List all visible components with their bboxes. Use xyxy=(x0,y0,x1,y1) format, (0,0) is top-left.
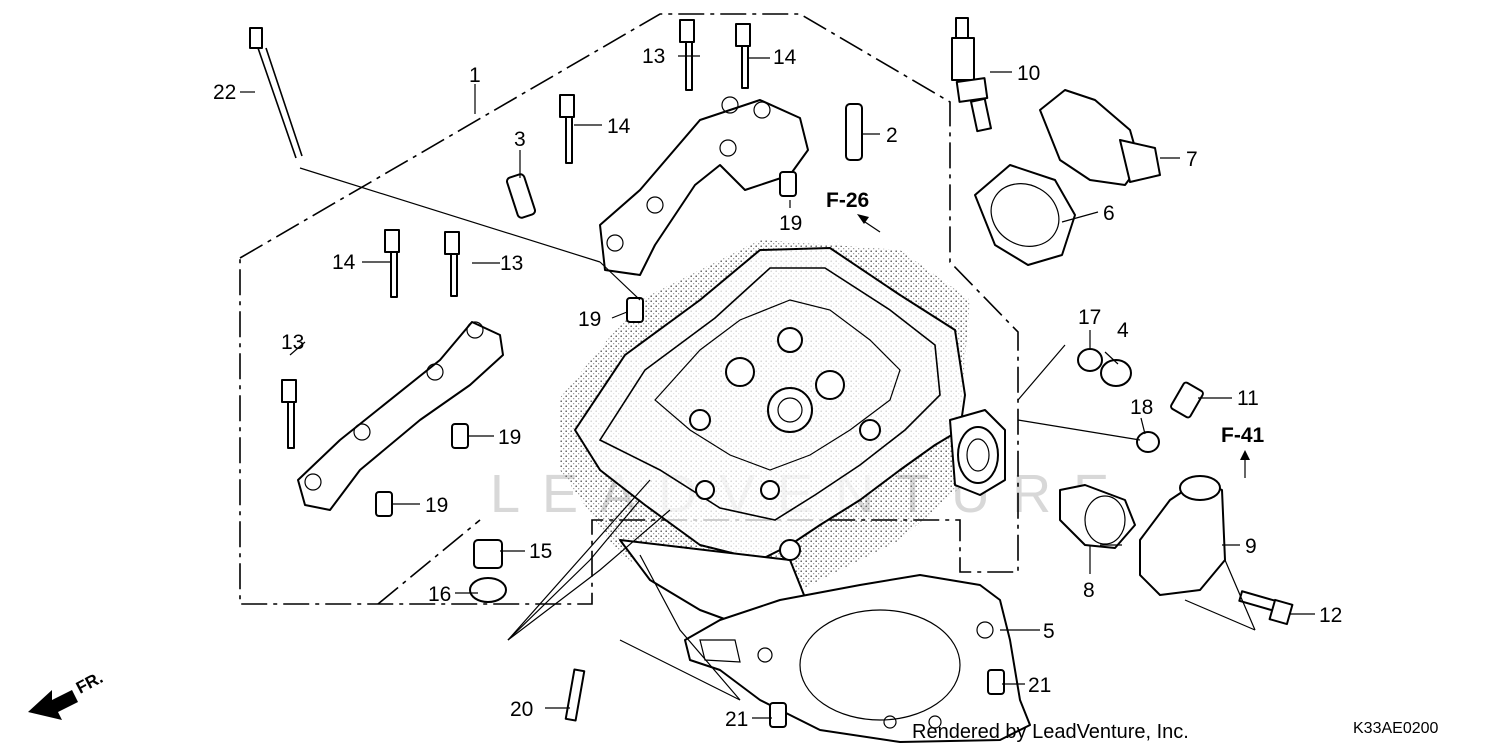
dowel-pins xyxy=(375,171,1005,728)
part-label: 21 xyxy=(1028,674,1051,697)
part-label: 15 xyxy=(529,540,552,563)
part-label: 19 xyxy=(578,308,601,331)
part-label: 22 xyxy=(213,81,236,104)
part-label: 5 xyxy=(1043,620,1055,643)
front-direction-arrow: FR. xyxy=(28,668,106,720)
part-label: 4 xyxy=(1117,319,1129,342)
part-label: 6 xyxy=(1103,202,1115,225)
spark-plug xyxy=(951,17,992,133)
part-label: 19 xyxy=(498,426,521,449)
part-label: 12 xyxy=(1319,604,1342,627)
part-label: 13 xyxy=(500,252,523,275)
part-label: 19 xyxy=(779,212,802,235)
cam-holder-lower xyxy=(297,321,504,511)
part-label: 21 xyxy=(725,708,748,731)
part-label: 8 xyxy=(1083,579,1095,602)
part-label: 14 xyxy=(332,251,356,274)
reference-label-f41: F-41 xyxy=(1221,424,1265,447)
thermostat-and-cover xyxy=(1059,475,1226,596)
valve-guides xyxy=(505,103,863,219)
reference-label-f26: F-26 xyxy=(826,189,869,212)
cam-holder-upper xyxy=(599,96,809,276)
cylinder-head xyxy=(560,240,1006,633)
part-label: 14 xyxy=(607,115,631,138)
part-labels: 1 2 3 4 5 6 7 8 9 10 11 12 13 13 13 14 1… xyxy=(213,45,1342,731)
part-label: 14 xyxy=(773,46,797,69)
head-gasket xyxy=(684,574,1031,743)
render-credit: Rendered by LeadVenture, Inc. xyxy=(912,721,1189,743)
part-label: 11 xyxy=(1237,387,1259,410)
part-label: 7 xyxy=(1186,148,1198,171)
part-label: 10 xyxy=(1017,62,1040,85)
part-label: 16 xyxy=(428,583,451,606)
direction-label: FR. xyxy=(73,668,106,698)
part-label: 18 xyxy=(1130,396,1153,419)
part-label: 13 xyxy=(281,331,304,354)
part-label: 9 xyxy=(1245,535,1257,558)
small-fittings xyxy=(469,348,1204,603)
assembly-outline xyxy=(239,13,1019,605)
part-label: 20 xyxy=(510,698,533,721)
part-label: 2 xyxy=(886,124,898,147)
insulator-and-band xyxy=(974,89,1161,266)
assembly-outline-join xyxy=(377,519,481,605)
diagram-code: K33AE0200 xyxy=(1353,720,1439,737)
part-label: 1 xyxy=(469,64,481,87)
part-label: 13 xyxy=(642,45,665,68)
part-label: 3 xyxy=(514,128,526,151)
leader-lines xyxy=(240,55,1315,719)
bolts xyxy=(249,19,1294,722)
part-label: 17 xyxy=(1078,306,1101,329)
part-label: 19 xyxy=(425,494,448,517)
